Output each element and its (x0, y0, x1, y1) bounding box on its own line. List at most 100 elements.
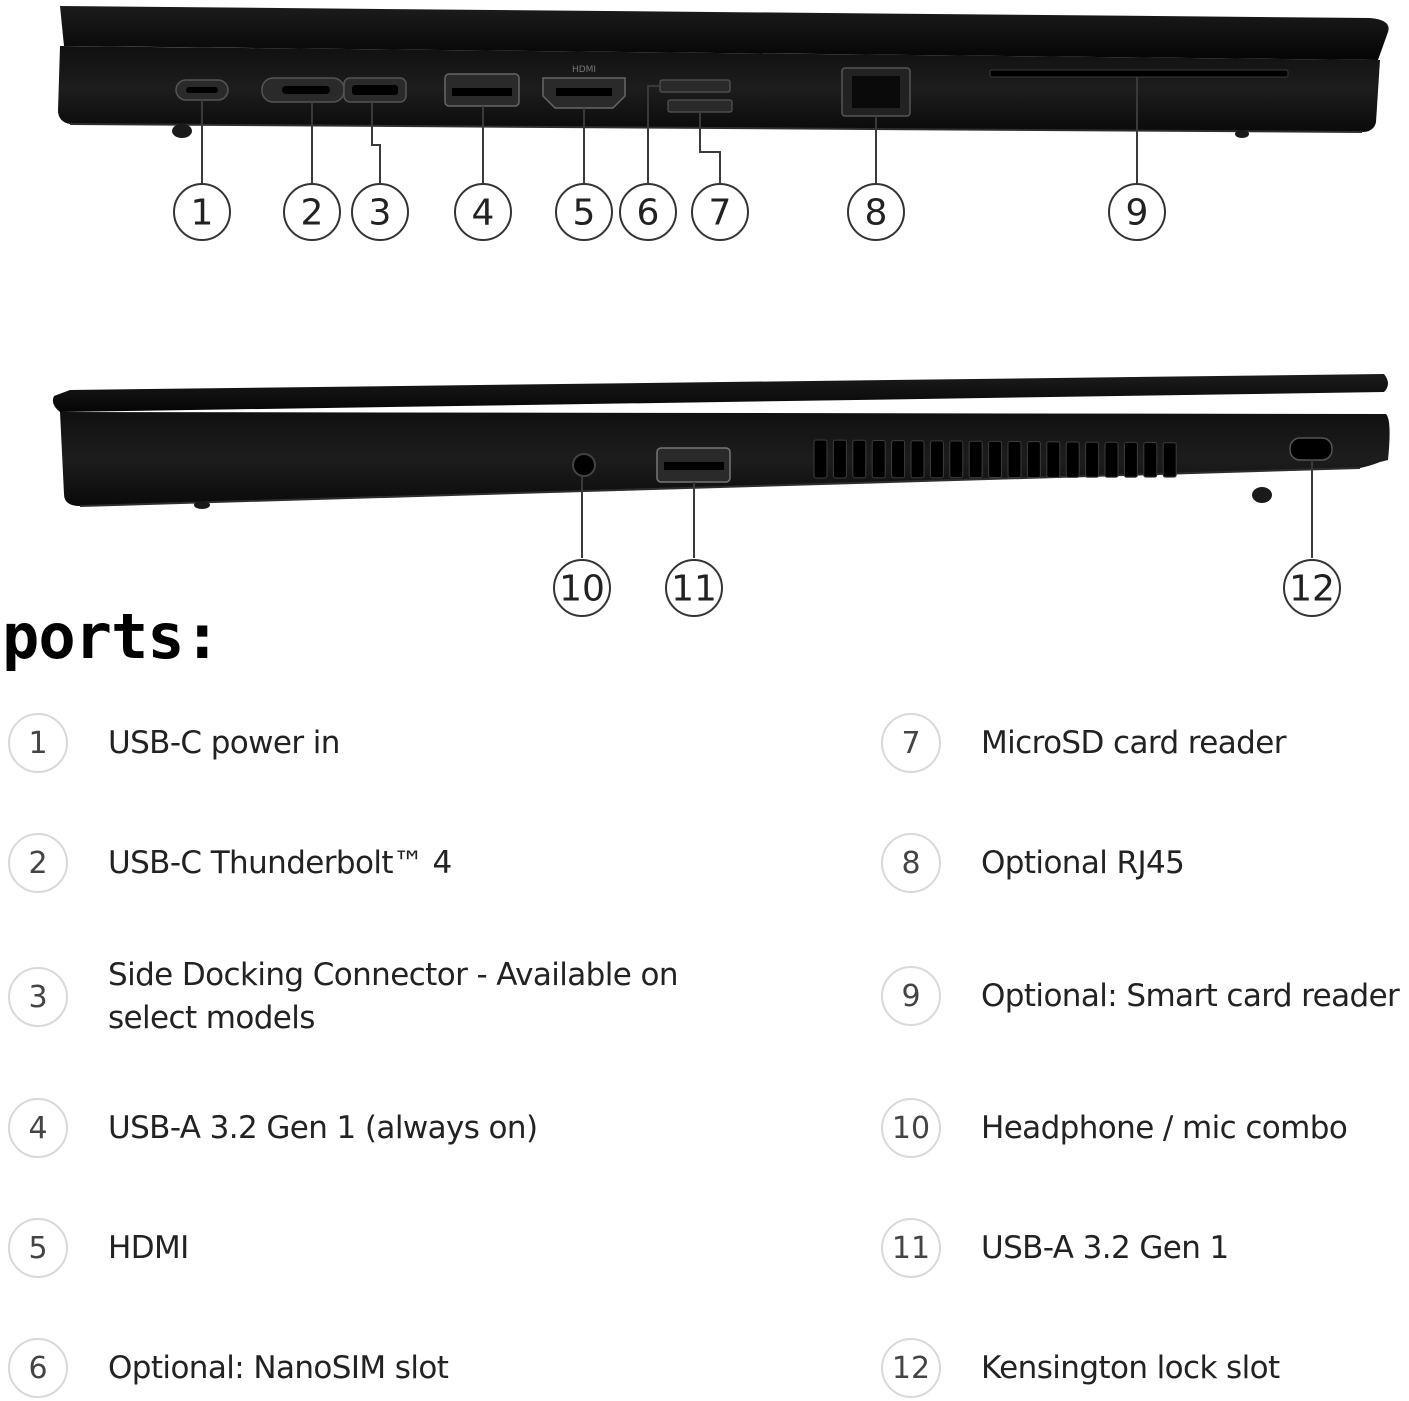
legend-number-badge: 6 (8, 1338, 68, 1398)
callout-5: 5 (555, 183, 613, 241)
legend-item-7: 7 MicroSD card reader (881, 713, 1409, 773)
legend-label: Side Docking Connector - Available on se… (108, 957, 678, 1036)
vent-slot (929, 440, 944, 479)
callout-10: 10 (553, 559, 611, 617)
callout-number: 5 (573, 193, 596, 234)
legend-item-12: 12 Kensington lock slot (881, 1338, 1409, 1398)
leader-lines-top (201, 77, 1138, 184)
legend-number-badge: 3 (8, 967, 68, 1027)
callout-circle (619, 183, 677, 241)
legend-item-4: 4 USB-A 3.2 Gen 1 (always on) (8, 1098, 708, 1158)
vent-slot (871, 439, 886, 479)
legend-label: Optional RJ45 (981, 844, 1185, 881)
callout-circle (1283, 559, 1341, 617)
vent-slot (1143, 442, 1158, 478)
callout-number: 11 (671, 569, 717, 610)
vent-slot (949, 440, 964, 479)
callout-number: 10 (559, 569, 605, 610)
legend-number-badge: 7 (881, 713, 941, 773)
callout-number: 3 (369, 193, 392, 234)
section-title: ports: (2, 600, 221, 673)
callout-circle (173, 183, 231, 241)
legend-label: Headphone / mic combo (981, 1109, 1348, 1146)
legend-number-badge: 2 (8, 833, 68, 893)
callout-circle (454, 183, 512, 241)
callout-circle (555, 183, 613, 241)
callout-number: 8 (865, 193, 888, 234)
legend-number-badge: 10 (881, 1098, 941, 1158)
callout-number: 12 (1289, 569, 1335, 610)
callout-circle (847, 183, 905, 241)
callout-11: 11 (665, 559, 723, 617)
callout-1: 1 (173, 183, 231, 241)
callout-3: 3 (351, 183, 409, 241)
laptop-right-side (52, 374, 1390, 558)
legend-number-badge: 1 (8, 713, 68, 773)
vent-slot (1046, 441, 1061, 478)
legend-number-badge: 8 (881, 833, 941, 893)
callout-4: 4 (454, 183, 512, 241)
vent-slot (1007, 441, 1022, 478)
vent-slot (852, 439, 867, 479)
callout-circle (1108, 183, 1166, 241)
legend-number-badge: 11 (881, 1218, 941, 1278)
callout-2: 2 (283, 183, 341, 241)
legend-item-9: 9 Optional: Smart card reader (881, 966, 1409, 1026)
callout-8: 8 (847, 183, 905, 241)
vent-slot (1123, 441, 1138, 478)
vent-grille (813, 439, 1177, 479)
legend-item-2: 2 USB-C Thunderbolt™ 4 (8, 833, 708, 893)
legend-label: USB-A 3.2 Gen 1 (981, 1229, 1229, 1266)
vent-slot (1162, 442, 1177, 478)
callout-number: 1 (191, 193, 214, 234)
legend-label: USB-C Thunderbolt™ 4 (108, 844, 452, 881)
callout-number: 4 (472, 193, 495, 234)
vent-slot (813, 439, 828, 479)
callout-9: 9 (1108, 183, 1166, 241)
legend-label: HDMI (108, 1229, 189, 1266)
callout-number: 9 (1126, 193, 1149, 234)
legend-item-1: 1 USB-C power in (8, 713, 708, 773)
callout-circle (351, 183, 409, 241)
legend-item-8: 8 Optional RJ45 (881, 833, 1409, 893)
callout-6: 6 (619, 183, 677, 241)
laptop-left-side: HDMI (58, 6, 1389, 184)
callout-circle (283, 183, 341, 241)
callout-12: 12 (1283, 559, 1341, 617)
callout-number: 2 (301, 193, 324, 234)
legend-item-5: 5 HDMI (8, 1218, 708, 1278)
legend-number-badge: 5 (8, 1218, 68, 1278)
legend-item-10: 10 Headphone / mic combo (881, 1098, 1409, 1158)
hdmi-marking: HDMI (572, 65, 596, 75)
legend-label: Kensington lock slot (981, 1349, 1280, 1386)
callout-circle (665, 559, 723, 617)
legend-label: Optional: Smart card reader (981, 977, 1400, 1014)
legend-item-3: 3 Side Docking Connector - Available on … (8, 954, 708, 1040)
vent-slot (1085, 441, 1100, 478)
vent-slot (968, 440, 983, 479)
legend-item-6: 6 Optional: NanoSIM slot (8, 1338, 708, 1398)
legend-label: Optional: NanoSIM slot (108, 1349, 449, 1386)
laptop-ports-diagram: HDMI (52, 6, 1390, 617)
leader-lines-bottom (581, 460, 1313, 558)
callout-7: 7 (691, 183, 749, 241)
vent-slot (910, 440, 925, 479)
legend-item-11: 11 USB-A 3.2 Gen 1 (881, 1218, 1409, 1278)
callout-number: 6 (637, 193, 660, 234)
legend-label: MicroSD card reader (981, 724, 1286, 761)
vent-slot (1104, 441, 1119, 478)
vent-slot (1026, 441, 1041, 478)
vent-slot (1065, 441, 1080, 478)
callout-number: 7 (709, 193, 732, 234)
vent-slot (891, 440, 906, 479)
legend-label: USB-A 3.2 Gen 1 (always on) (108, 1109, 538, 1146)
legend-number-badge: 4 (8, 1098, 68, 1158)
callout-circle (691, 183, 749, 241)
callout-circle (553, 559, 611, 617)
legend-label: USB-C power in (108, 724, 340, 761)
vent-slot (988, 440, 1003, 479)
legend-number-badge: 12 (881, 1338, 941, 1398)
legend-number-badge: 9 (881, 966, 941, 1026)
vent-slot (832, 439, 847, 479)
